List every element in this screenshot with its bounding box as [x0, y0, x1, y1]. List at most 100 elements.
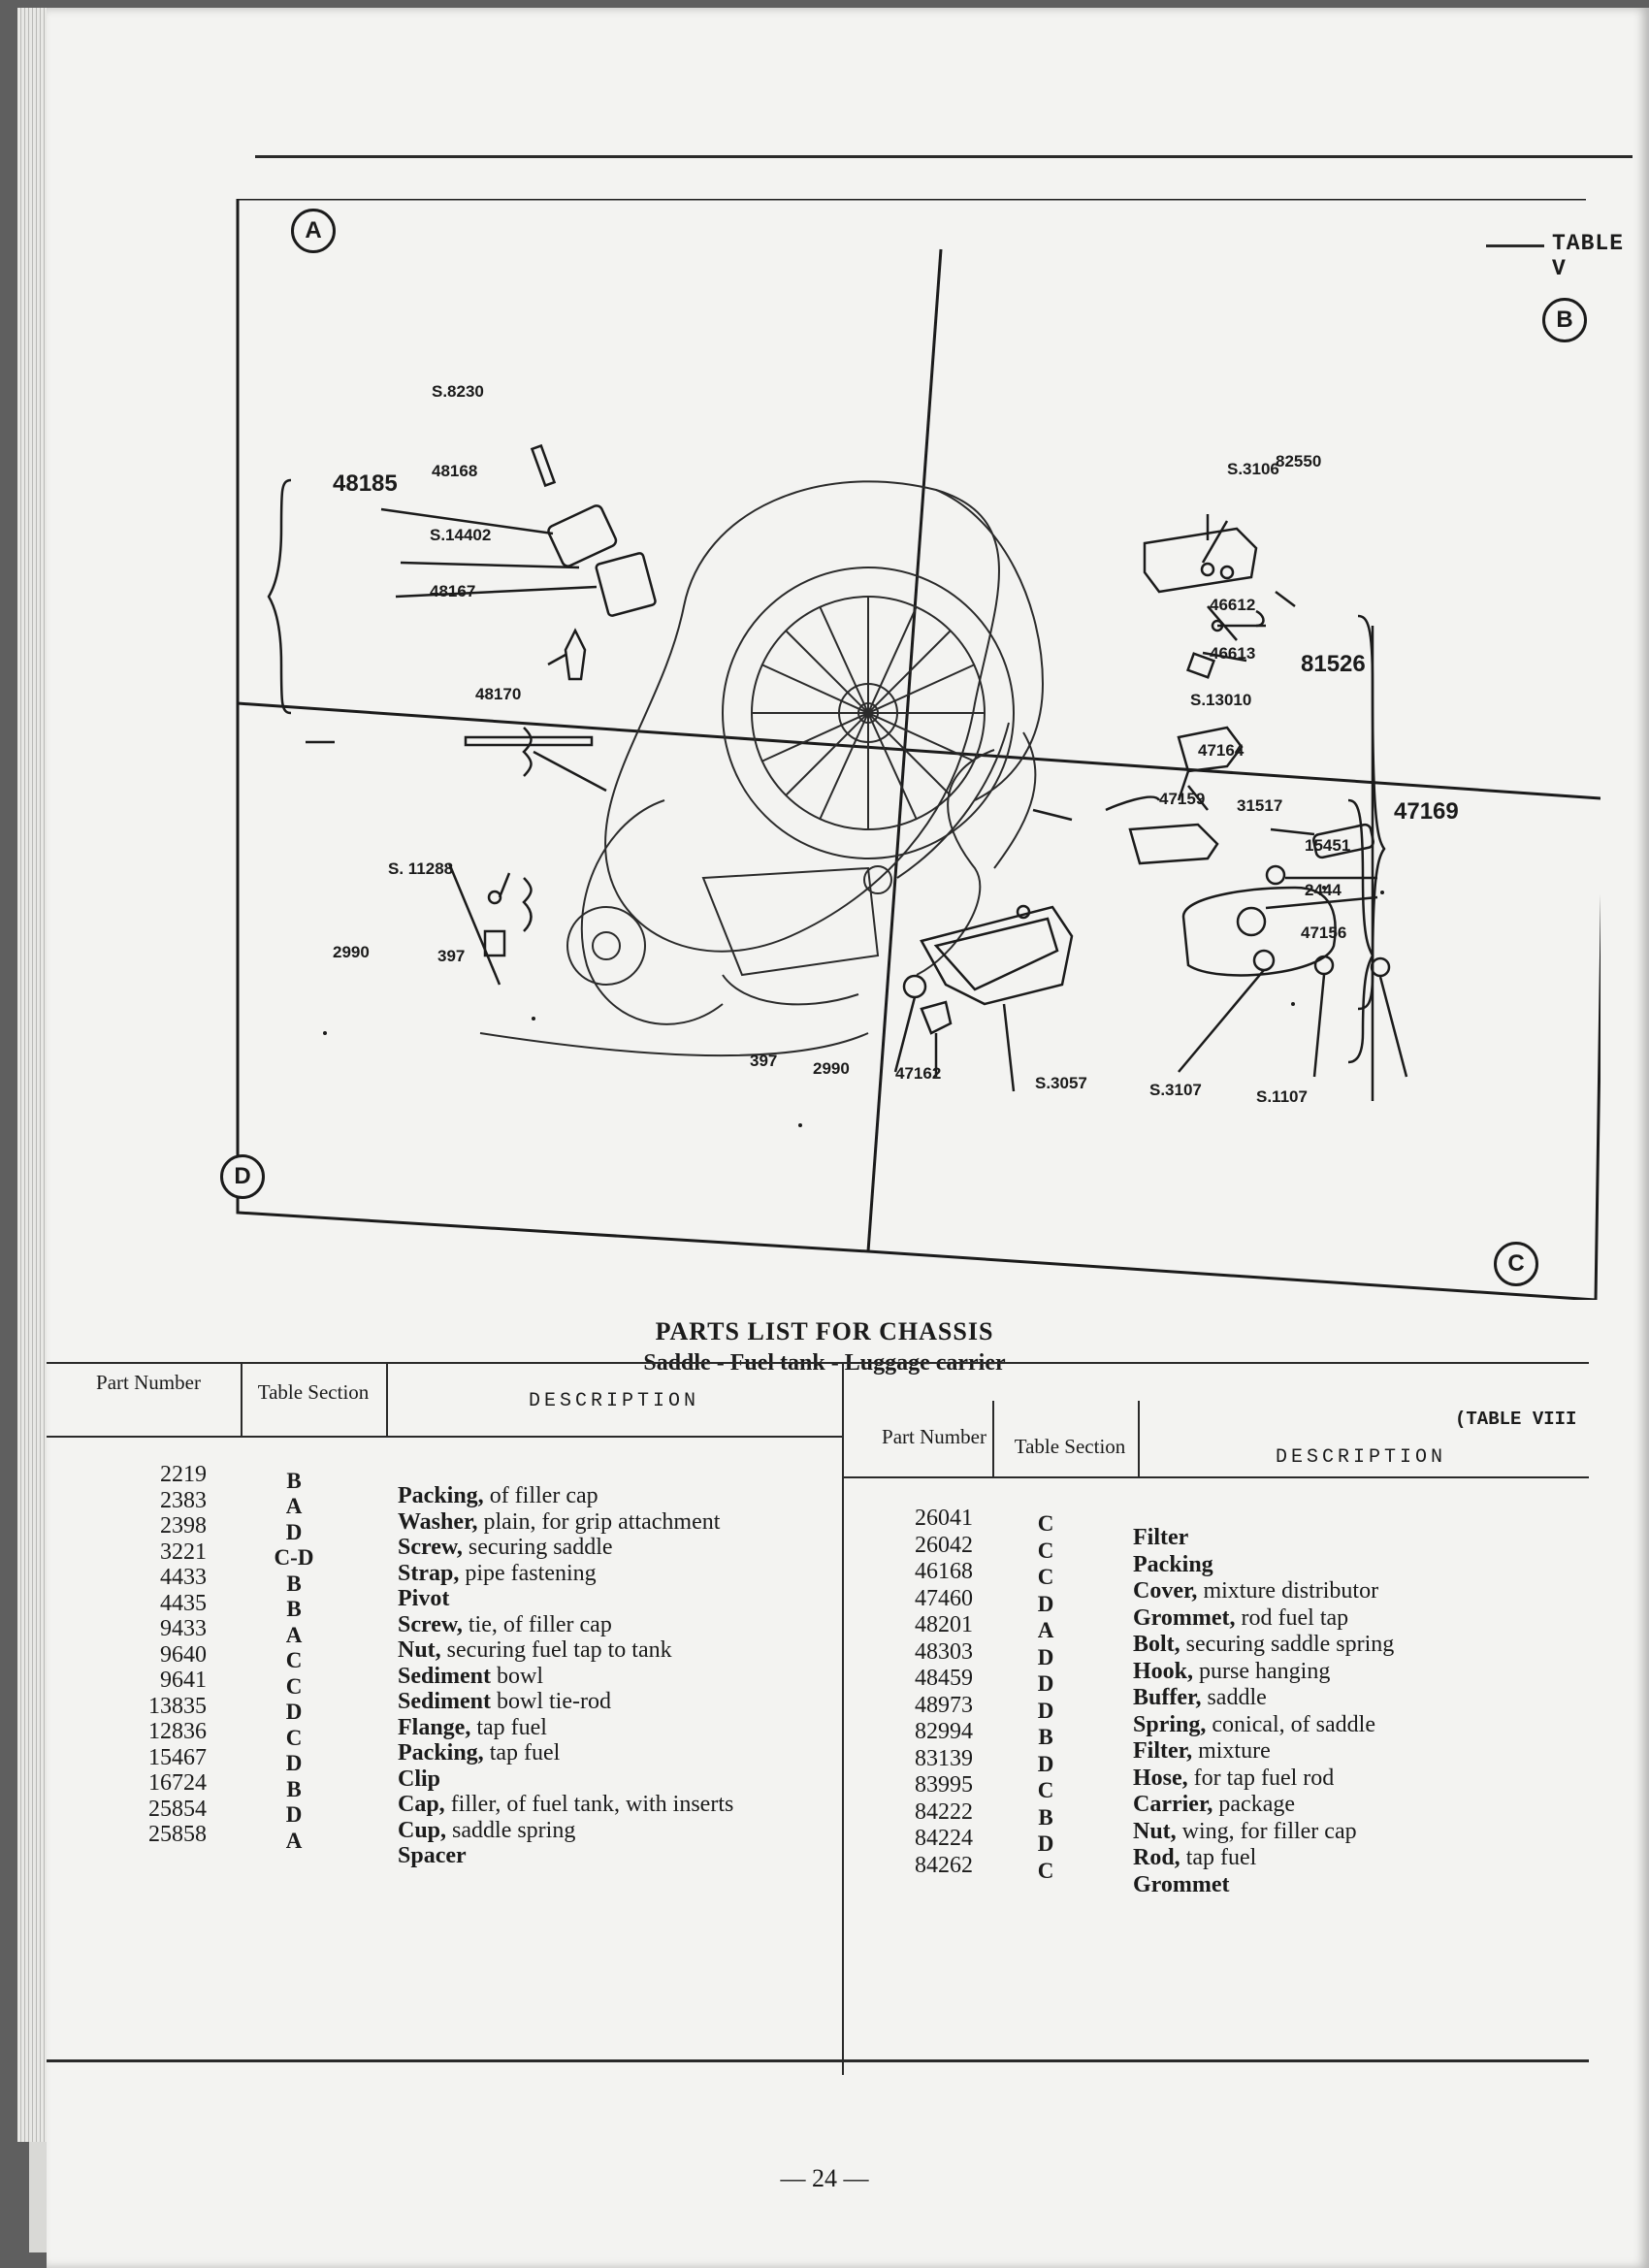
- description-detail: rod fuel tap: [1235, 1604, 1349, 1631]
- description-keyword: Nut,: [1133, 1818, 1177, 1844]
- callout-48168: 48168: [432, 462, 478, 480]
- table-section: C: [285, 1648, 303, 1673]
- description-keyword: Cap,: [398, 1792, 445, 1817]
- callout-48170: 48170: [475, 685, 522, 703]
- callout-2990-b: 2990: [813, 1059, 850, 1078]
- description-keyword: Filter: [1133, 1525, 1189, 1550]
- description-keyword: Washer,: [398, 1508, 478, 1535]
- part-number: 9640: [160, 1641, 207, 1668]
- table-section: C: [1037, 1778, 1054, 1802]
- callout-47164: 47164: [1198, 741, 1245, 760]
- table-section: B: [286, 1597, 302, 1622]
- diagram-drawing: [236, 199, 1600, 1300]
- table-section: D: [1037, 1751, 1054, 1776]
- part-number: 47460: [915, 1585, 973, 1611]
- header-part-number-left: Part Number: [96, 1371, 201, 1394]
- part-description: Nut, securing fuel tap to tank: [398, 1637, 672, 1664]
- part-number: 2219: [160, 1462, 207, 1487]
- part-number: 46168: [915, 1559, 973, 1584]
- part-description: Filter, mixture: [1133, 1738, 1271, 1765]
- part-description: Flange, tap fuel: [398, 1715, 547, 1741]
- description-keyword: Pivot: [398, 1586, 450, 1611]
- description-detail: purse hanging: [1193, 1658, 1331, 1684]
- manual-page: [17, 8, 1649, 2268]
- callout-s3057: S.3057: [1035, 1074, 1087, 1092]
- exploded-diagram: A B C D S.8230 48185 48168 S.14402 48167…: [199, 199, 1600, 1300]
- parts-table: Part Number Table Section DESCRIPTION Pa…: [47, 1350, 1589, 2075]
- part-description: Bolt, securing saddle spring: [1133, 1632, 1394, 1658]
- description-keyword: Clip: [398, 1766, 441, 1792]
- part-number: 16724: [148, 1770, 207, 1796]
- header-table-section-left: Table Section: [257, 1380, 370, 1404]
- table-section: D: [1037, 1671, 1054, 1696]
- description-keyword: Hook,: [1133, 1658, 1194, 1684]
- description-keyword: Cup,: [398, 1817, 447, 1843]
- col-divider-3: [992, 1401, 994, 1476]
- description-keyword: Bolt,: [1133, 1632, 1180, 1657]
- header-part-number-right: Part Number: [882, 1425, 986, 1448]
- part-number: 48459: [915, 1666, 973, 1691]
- part-description: Hook, purse hanging: [1133, 1659, 1330, 1685]
- part-description: Pivot: [398, 1586, 449, 1612]
- description-keyword: Rod,: [1133, 1845, 1180, 1870]
- description-detail: tap fuel: [483, 1740, 561, 1766]
- part-description: Sediment bowl: [398, 1664, 543, 1690]
- table-section: C: [1037, 1538, 1054, 1563]
- col-divider-1: [241, 1362, 242, 1436]
- part-description: Nut, wing, for filler cap: [1133, 1819, 1357, 1845]
- callout-s11288: S. 11288: [388, 859, 454, 878]
- part-description: Carrier, package: [1133, 1792, 1295, 1818]
- part-description: Filter: [1133, 1525, 1188, 1551]
- table-top-rule: [47, 1362, 1589, 1364]
- part-description: Packing, of filler cap: [398, 1483, 598, 1509]
- description-detail: securing saddle: [462, 1535, 613, 1560]
- part-description: Packing: [1133, 1552, 1213, 1578]
- description-keyword: Packing,: [398, 1483, 484, 1508]
- part-description: Spring, conical, of saddle: [1133, 1712, 1375, 1738]
- part-description: Cap, filler, of fuel tank, with inserts: [398, 1792, 733, 1818]
- description-detail: plain, for grip attachment: [477, 1508, 721, 1535]
- description-detail: wing, for filler cap: [1176, 1818, 1357, 1844]
- table-section: C: [1037, 1565, 1054, 1589]
- callout-46612: 46612: [1210, 596, 1256, 614]
- part-description: Packing, tap fuel: [398, 1740, 560, 1766]
- description-detail: tap fuel: [1180, 1845, 1257, 1870]
- part-number: 4433: [160, 1565, 207, 1590]
- part-description: Strap, pipe fastening: [398, 1561, 597, 1587]
- description-keyword: Packing: [1133, 1551, 1213, 1577]
- header-table-section-right: Table Section: [1014, 1435, 1126, 1458]
- callout-2990-a: 2990: [333, 943, 370, 961]
- part-description: Screw, securing saddle: [398, 1535, 613, 1561]
- part-description: Cup, saddle spring: [398, 1818, 575, 1844]
- table-section: C: [1037, 1858, 1054, 1883]
- callout-s3107: S.3107: [1149, 1081, 1202, 1099]
- part-number: 2398: [160, 1513, 207, 1539]
- part-number: 25858: [148, 1822, 207, 1847]
- callout-46613: 46613: [1210, 644, 1256, 663]
- description-keyword: Spring,: [1133, 1711, 1207, 1737]
- part-description: Screw, tie, of filler cap: [398, 1612, 612, 1638]
- description-detail: bowl: [491, 1663, 543, 1689]
- table-section: B: [286, 1571, 302, 1596]
- callout-48185: 48185: [333, 470, 398, 497]
- page-number: — 24 —: [780, 2164, 869, 2192]
- part-number: 48303: [915, 1638, 973, 1665]
- callout-15451: 15451: [1305, 836, 1351, 855]
- part-number: 4435: [160, 1590, 207, 1616]
- description-detail: securing fuel tap to tank: [440, 1637, 672, 1663]
- callout-47162: 47162: [895, 1064, 942, 1083]
- table-number-label: (TABLE VIII: [1455, 1409, 1577, 1430]
- table-section: A: [285, 1828, 303, 1853]
- part-description: Spacer: [398, 1843, 467, 1869]
- table-section: D: [1037, 1831, 1054, 1856]
- part-number: 84222: [915, 1798, 973, 1825]
- part-description: Hose, for tap fuel rod: [1133, 1766, 1334, 1792]
- callout-47169: 47169: [1394, 798, 1459, 825]
- table-section: B: [286, 1776, 302, 1801]
- table-header-rule-left: [47, 1436, 842, 1438]
- part-description: Washer, plain, for grip attachment: [398, 1509, 720, 1536]
- description-keyword: Screw,: [398, 1611, 463, 1637]
- description-keyword: Screw,: [398, 1535, 463, 1560]
- part-description: Sediment bowl tie-rod: [398, 1689, 611, 1715]
- description-keyword: Filter,: [1133, 1738, 1193, 1764]
